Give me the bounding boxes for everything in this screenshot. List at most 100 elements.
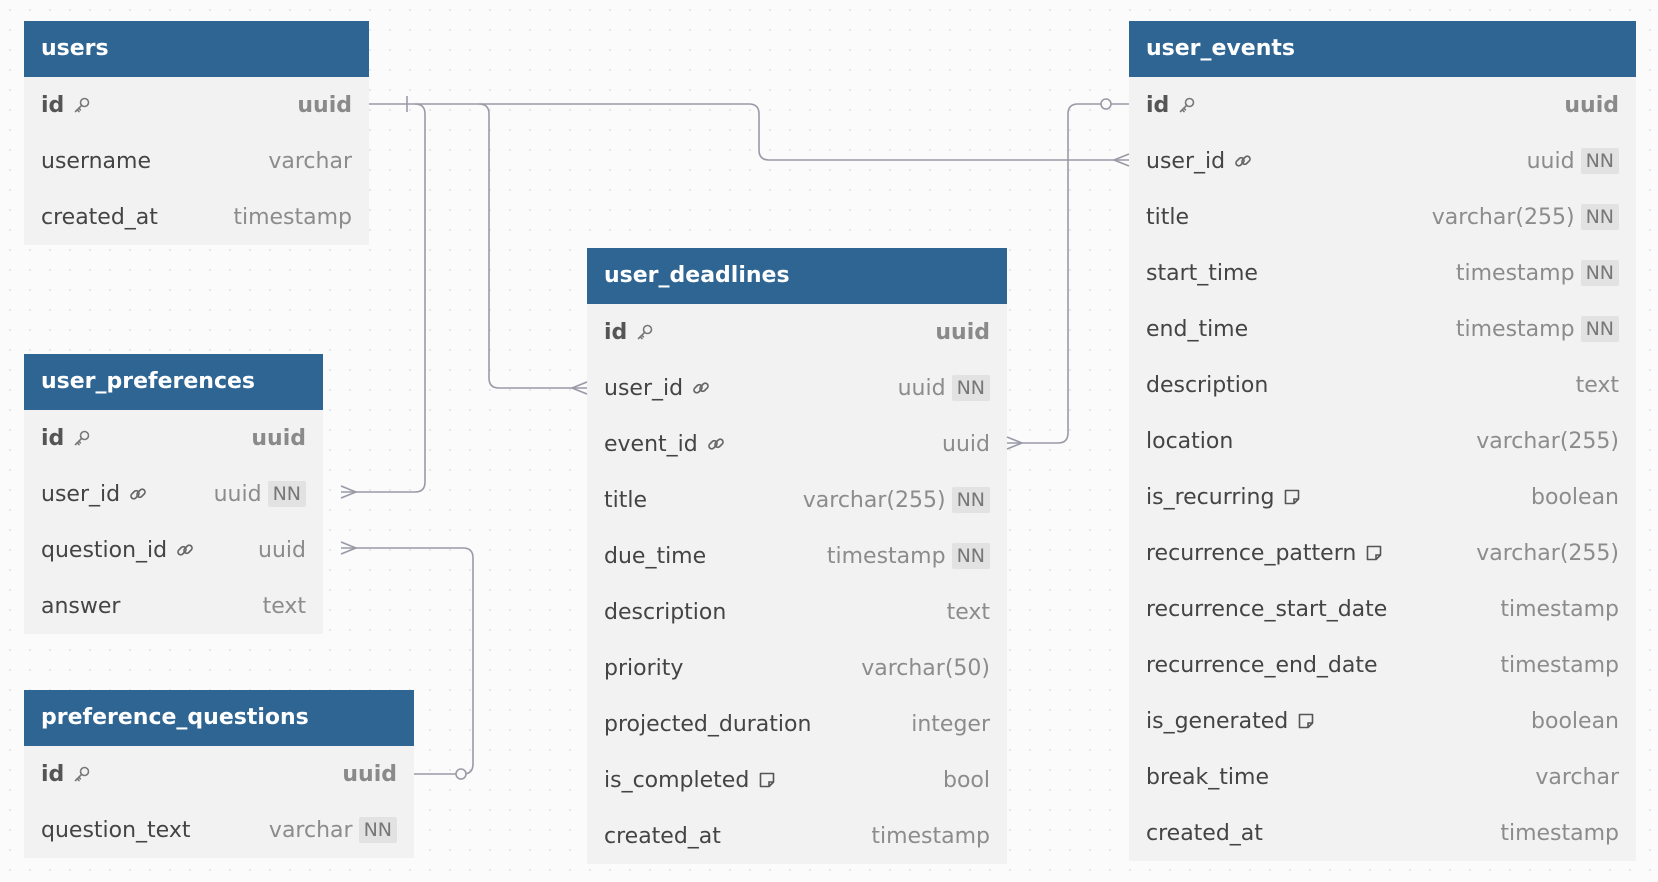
field-name: is_generated xyxy=(1146,709,1316,734)
field-row[interactable]: created_at timestamp xyxy=(24,189,369,245)
field-type-group: uuid xyxy=(258,538,306,563)
field-name: id xyxy=(41,762,92,787)
link-icon xyxy=(1233,151,1253,171)
field-name-text: description xyxy=(604,599,727,625)
field-name: break_time xyxy=(1146,765,1269,790)
field-row[interactable]: id uuid xyxy=(587,304,1007,360)
link-icon xyxy=(128,484,148,504)
field-name: description xyxy=(604,600,726,625)
field-type: uuid xyxy=(1526,148,1575,174)
field-type: timestamp xyxy=(1455,260,1575,286)
field-type: uuid xyxy=(297,92,352,118)
field-name: title xyxy=(604,488,647,513)
field-type-group: timestamp xyxy=(1500,653,1619,678)
field-type-group: uuid xyxy=(942,432,990,457)
table-header[interactable]: user_events xyxy=(1129,21,1636,77)
table-header[interactable]: preference_questions xyxy=(24,690,414,746)
table-header[interactable]: user_deadlines xyxy=(587,248,1007,304)
field-name: question_id xyxy=(41,538,195,563)
note-icon xyxy=(1364,543,1384,563)
field-type: timestamp xyxy=(1455,316,1575,342)
field-type-group: uuid xyxy=(935,320,990,345)
field-row[interactable]: id uuid xyxy=(24,746,414,802)
field-name-text: priority xyxy=(604,655,684,681)
field-name: end_time xyxy=(1146,317,1248,342)
field-name: id xyxy=(604,320,655,345)
table-header[interactable]: user_preferences xyxy=(24,354,323,410)
field-name-text: projected_duration xyxy=(604,711,812,737)
field-name: due_time xyxy=(604,544,706,569)
field-type: varchar(255) xyxy=(1431,204,1575,230)
field-name-text: recurrence_end_date xyxy=(1146,652,1378,678)
field-type: varchar(255) xyxy=(1476,428,1619,454)
field-row[interactable]: projected_duration integer xyxy=(587,696,1007,752)
key-icon xyxy=(72,428,92,448)
field-name: user_id xyxy=(41,482,148,507)
field-type-group: text xyxy=(947,600,990,625)
field-type: uuid xyxy=(1564,92,1619,118)
field-type: uuid xyxy=(258,537,306,563)
field-name: question_text xyxy=(41,818,190,843)
link-icon xyxy=(706,434,726,454)
field-name-text: start_time xyxy=(1146,260,1258,286)
table-header[interactable]: users xyxy=(24,21,369,77)
field-type: varchar(255) xyxy=(802,487,946,513)
field-row[interactable]: description text xyxy=(587,584,1007,640)
note-icon xyxy=(757,770,777,790)
not-null-badge: NN xyxy=(1580,204,1619,230)
field-name-text: user_id xyxy=(604,375,684,401)
field-name: recurrence_start_date xyxy=(1146,597,1387,622)
field-row[interactable]: question_id uuid xyxy=(24,522,323,578)
field-type: integer xyxy=(911,711,990,737)
many-marker xyxy=(340,541,359,555)
field-type: timestamp xyxy=(1500,652,1619,678)
field-type-group: varchar xyxy=(268,149,352,174)
field-type: timestamp xyxy=(826,543,946,569)
field-name: recurrence_pattern xyxy=(1146,541,1384,566)
many-marker xyxy=(340,485,359,499)
field-name-text: is_recurring xyxy=(1146,484,1275,510)
field-type-group: timestamp xyxy=(233,205,352,230)
field-name-text: end_time xyxy=(1146,316,1249,342)
not-null-badge: NN xyxy=(358,817,397,843)
field-type: text xyxy=(1575,372,1619,398)
field-row[interactable]: recurrence_end_date timestamp xyxy=(1129,637,1636,693)
field-name-text: created_at xyxy=(41,204,158,230)
field-type: timestamp xyxy=(233,204,352,230)
field-type-group: uuid xyxy=(342,762,397,787)
